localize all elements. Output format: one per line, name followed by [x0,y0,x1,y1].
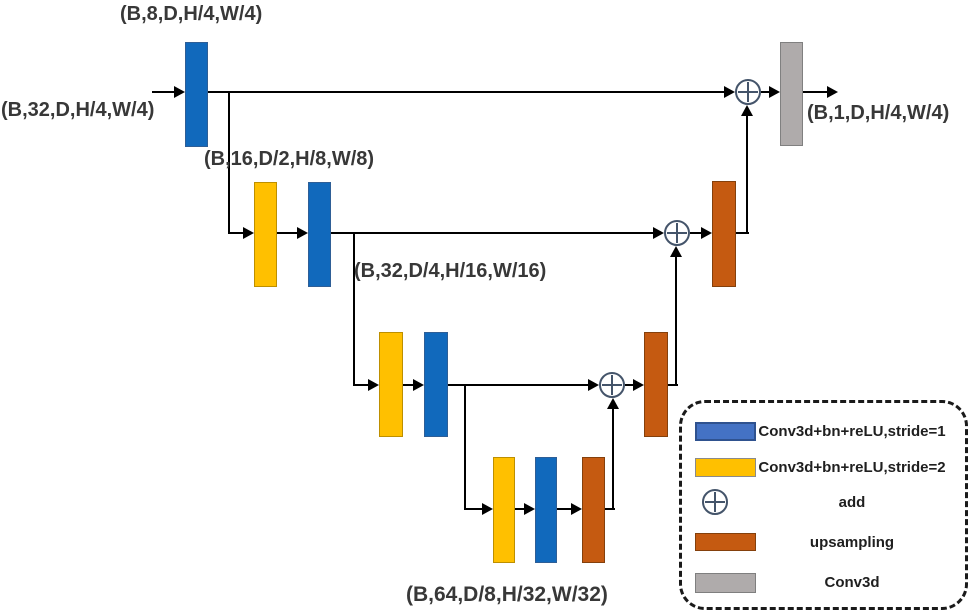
connector-line [675,256,677,386]
connector-line [557,508,573,510]
conv-stride2-block-l3 [379,332,403,437]
arrowhead [653,227,664,239]
connector-line [152,91,175,93]
arrowhead [524,503,535,515]
connector-line [353,384,369,386]
legend-box: Conv3d+bn+reLU,stride=1 Conv3d+bn+reLU,s… [679,400,968,610]
conv-stride1-block-l2 [308,182,331,287]
upsampling-block-l2 [712,181,736,287]
legend-swatch-conv3d [695,573,756,593]
arrowhead [571,503,582,515]
connector-line [605,508,615,510]
legend-swatch-conv3d-stride2 [695,458,756,477]
connector-line [746,115,748,234]
connector-line [208,91,725,93]
conv-stride1-block-l4 [535,457,557,563]
connector-line [276,232,298,234]
tensor-label-level4: (B,64,D/8,H/32,W/32) [406,583,608,606]
tensor-label-input: (B,32,D,H/4,W/4) [1,99,155,121]
conv-stride1-block-l1 [185,42,208,147]
arrowhead [482,503,493,515]
connector-line [514,508,526,510]
conv-stride1-block-l3 [424,332,448,437]
legend-label-conv3d: Conv3d [824,574,880,591]
arrowhead [724,86,735,98]
connector-line [612,408,614,510]
add-node-l1 [735,79,761,105]
connector-line [625,384,635,386]
arrowhead [413,379,424,391]
arrowhead [368,379,379,391]
arrowhead [670,246,682,257]
upsampling-block-l4 [582,457,605,563]
arrowhead [827,86,838,98]
legend-label-conv3d-stride1: Conv3d+bn+reLU,stride=1 [758,423,946,440]
connector-line [464,508,484,510]
arrowhead [174,86,185,98]
arrowhead [769,86,780,98]
add-node-l3 [599,372,625,398]
legend-label-upsampling: upsampling [809,534,895,551]
conv-stride2-block-l2 [254,182,277,287]
connector-line [448,384,589,386]
connector-line [353,232,355,386]
arrowhead [607,398,619,409]
legend-label-conv3d-stride2: Conv3d+bn+reLU,stride=2 [758,459,946,476]
arrowhead [243,227,254,239]
tensor-label-level3: (B,32,D/4,H/16,W/16) [354,260,547,282]
connector-line [668,384,678,386]
arrowhead [701,227,712,239]
arrowhead [633,379,644,391]
connector-line [228,232,245,234]
add-node-l2 [664,220,690,246]
tensor-label-output: (B,1,D,H/4,W/4) [807,102,950,124]
legend-swatch-conv3d-stride1 [695,422,756,441]
connector-line [403,384,415,386]
legend-swatch-upsampling [695,533,756,551]
legend-add-icon [702,489,728,515]
conv-stride2-block-l4 [493,457,515,563]
connector-line [331,232,654,234]
connector-line [464,384,466,510]
conv3d-output-block [780,42,803,146]
connector-line [761,91,771,93]
tensor-label-level2: (B,16,D/2,H/8,W/8) [204,148,375,170]
arrowhead [588,379,599,391]
arrowhead [297,227,308,239]
connector-line [802,91,828,93]
connector-line [690,232,702,234]
tensor-label-top: (B,8,D,H/4,W/4) [120,3,263,25]
connector-line [735,232,749,234]
arrowhead [741,105,753,116]
legend-label-add: add [838,494,866,511]
connector-line [228,91,230,234]
upsampling-block-l3 [644,332,668,437]
